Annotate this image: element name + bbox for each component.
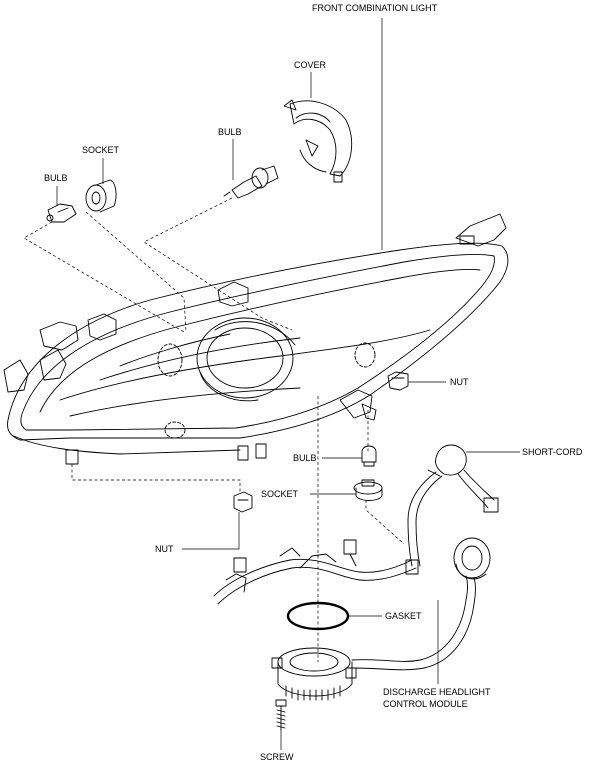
- discharge-control-module-part: [271, 537, 491, 701]
- label-cover: COVER: [294, 60, 327, 70]
- bulb-top-part: [223, 165, 279, 199]
- label-front-combination-light: FRONT COMBINATION LIGHT: [312, 3, 438, 13]
- label-socket-mid: SOCKET: [261, 489, 299, 499]
- label-nut-left: NUT: [155, 544, 174, 554]
- front-combination-light-housing: [3, 213, 509, 465]
- leader-nut-left: [182, 512, 240, 550]
- label-nut-right: NUT: [450, 377, 469, 387]
- label-discharge-line2: CONTROL MODULE: [383, 699, 468, 709]
- nut-left-part: [233, 491, 253, 513]
- label-bulb-top: BULB: [218, 127, 242, 137]
- label-bulb-left: BULB: [44, 173, 68, 183]
- socket-left-part: [85, 179, 117, 213]
- bulb-left-part: [46, 203, 77, 223]
- label-screw: SCREW: [260, 752, 294, 762]
- bulb-mid-part: [361, 445, 377, 467]
- short-cord-part: [213, 444, 499, 605]
- label-bulb-mid: BULB: [293, 453, 317, 463]
- label-discharge-line1: DISCHARGE HEADLIGHT: [383, 687, 491, 697]
- nut-right-part: [387, 371, 409, 391]
- dashed-assembly-lines: [23, 197, 405, 662]
- label-socket-left: SOCKET: [82, 145, 120, 155]
- screw-part: [275, 699, 287, 731]
- cover-part: [283, 99, 353, 183]
- label-short-cord: SHORT-CORD: [522, 447, 583, 457]
- socket-mid-part: [353, 479, 383, 501]
- leader-lines: [56, 18, 520, 750]
- label-gasket: GASKET: [385, 611, 422, 621]
